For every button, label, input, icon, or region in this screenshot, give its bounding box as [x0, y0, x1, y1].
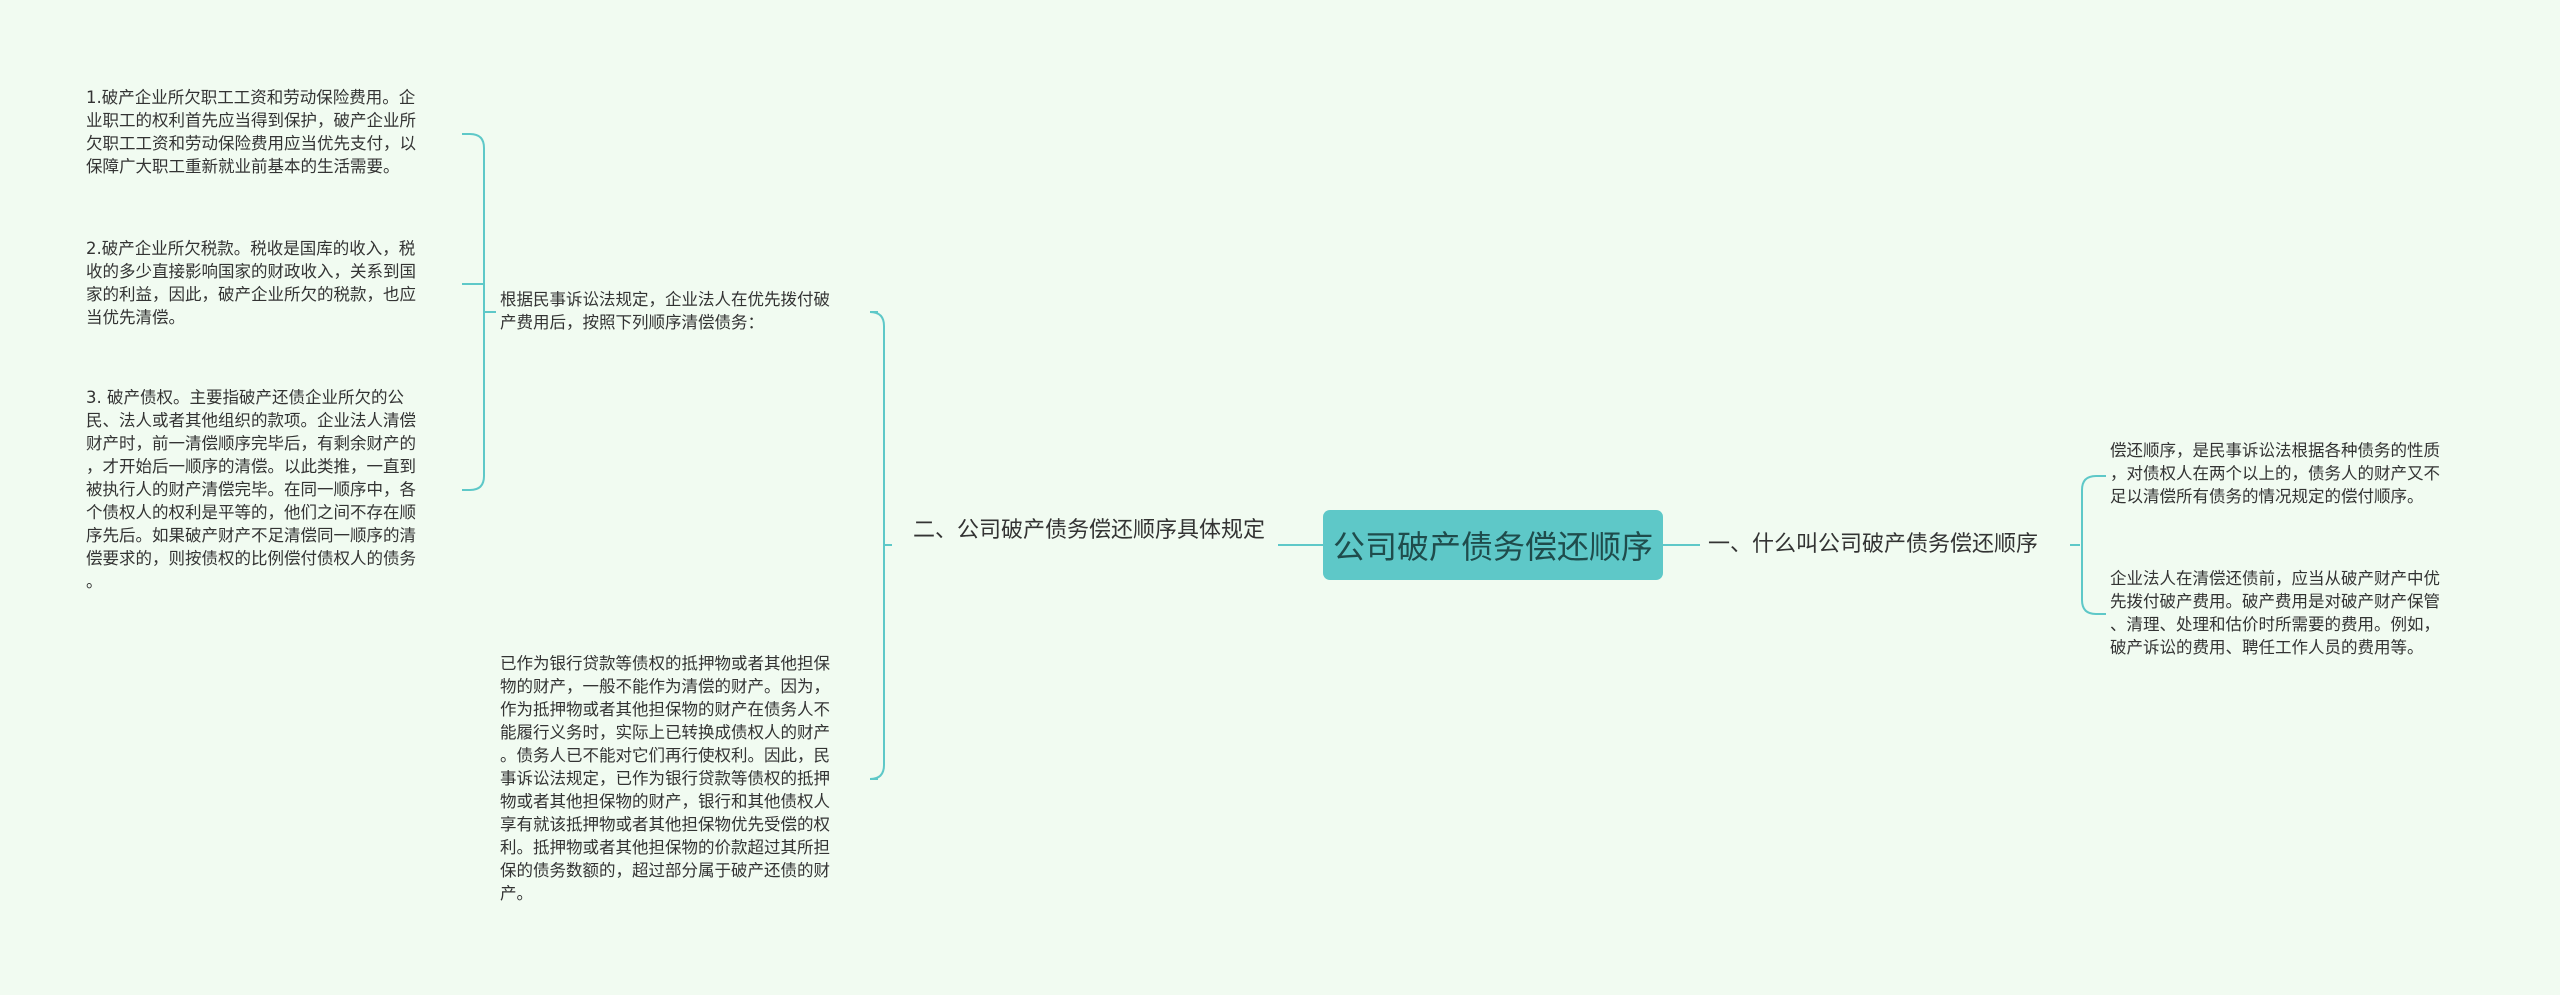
node-civil-procedure-order[interactable]: 根据民事诉讼法规定，企业法人在优先拨付破 产费用后，按照下列顺序清偿债务： — [500, 290, 830, 332]
connector-right-bracket — [2070, 475, 2106, 615]
leaf-bankruptcy-expenses: 企业法人在清偿还债前，应当从破产财产中优 先拨付破产费用。破产费用是对破产财产保… — [2110, 569, 2440, 657]
root-node[interactable]: 公司破产债务偿还顺序 — [1323, 510, 1663, 580]
leaf-bankruptcy-claims: 3. 破产债权。主要指破产还债企业所欠的公 民、法人或者其他组织的款项。企业法人… — [86, 388, 416, 591]
branch-specific-rules[interactable]: 二、公司破产债务偿还顺序具体规定 — [913, 518, 1266, 543]
connector-mid-bracket — [462, 133, 496, 491]
leaf-order-definition: 偿还顺序，是民事诉讼法根据各种债务的性质 ，对债权人在两个以上的，债务人的财产又… — [2110, 441, 2440, 506]
branch-what-is-order[interactable]: 一、什么叫公司破产债务偿还顺序 — [1708, 532, 2039, 557]
connector-left-bracket — [869, 311, 1283, 780]
leaf-taxes-owed: 2.破产企业所欠税款。税收是国库的收入，税 收的多少直接影响国家的财政收入，关系… — [86, 239, 416, 327]
leaf-employee-wages: 1.破产企业所欠职工工资和劳动保险费用。企 业职工的权利首先应当得到保护，破产企… — [86, 88, 416, 176]
node-secured-property: 已作为银行贷款等债权的抵押物或者其他担保 物的财产，一般不能作为清偿的财产。因为… — [500, 654, 830, 903]
